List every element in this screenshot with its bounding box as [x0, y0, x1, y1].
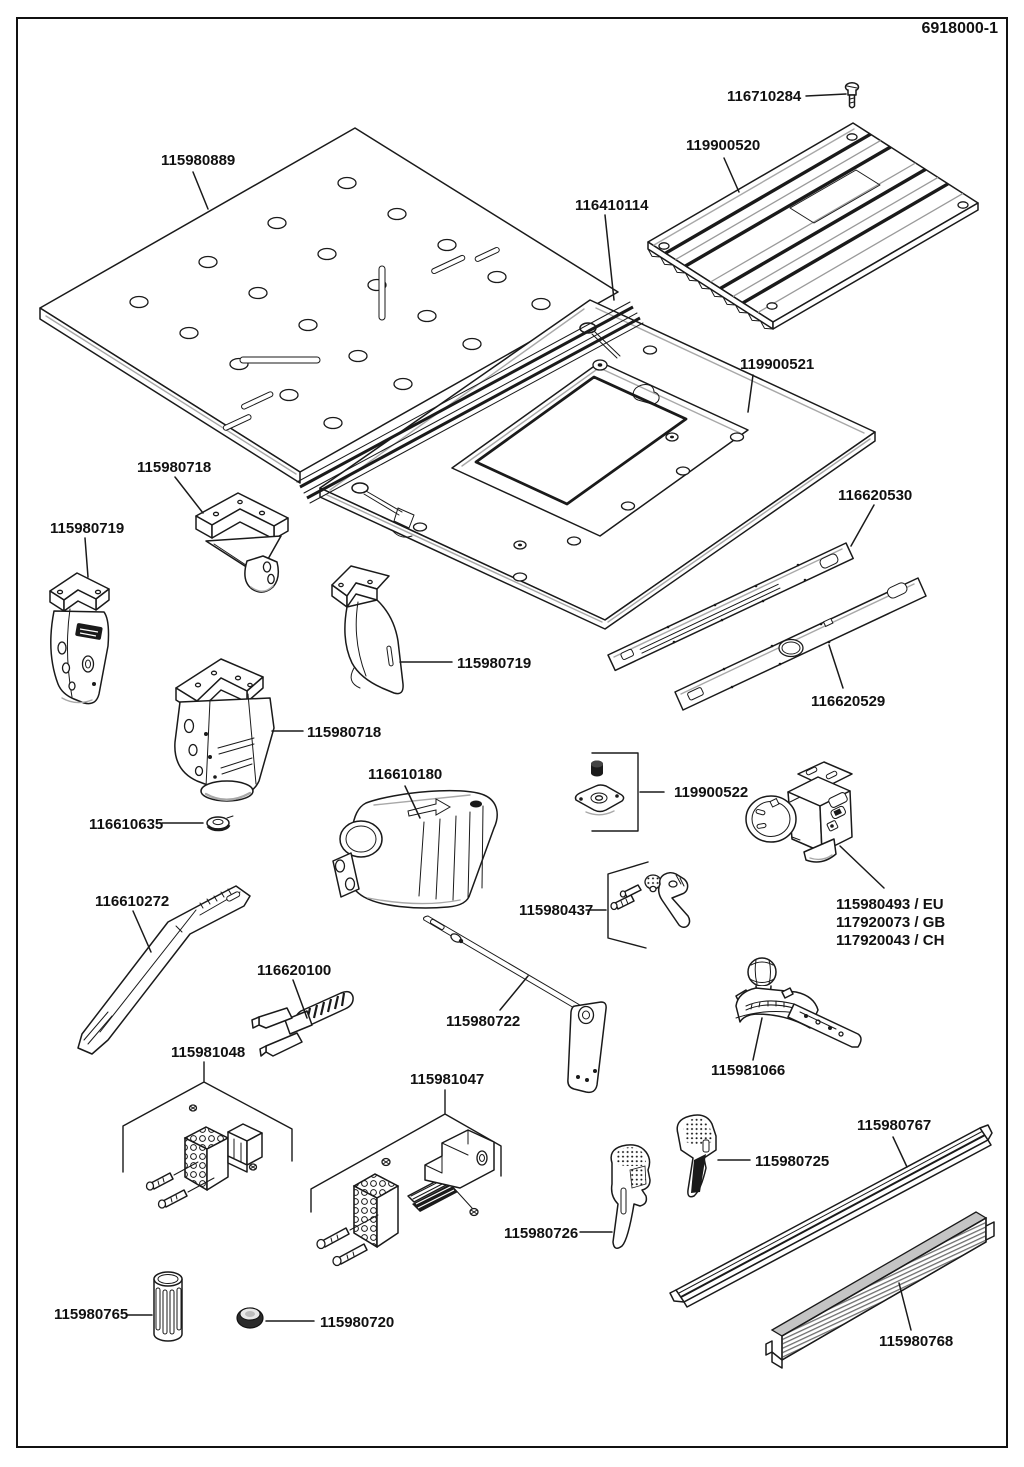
part-label-115980719-left: 115980719 — [50, 520, 125, 537]
drawing-cover-strip-lower — [674, 577, 927, 711]
page-frame — [16, 17, 1008, 1448]
part-label-115980493-eu: 115980493 / EU — [836, 896, 944, 913]
drawing-hatched-rail — [765, 1211, 995, 1369]
drawing-rod — [423, 915, 607, 1094]
drawing-clip-ring — [161, 815, 234, 832]
part-label-116620100: 116620100 — [257, 962, 332, 979]
part-label-117920043-ch: 117920043 / CH — [836, 932, 945, 949]
drawing-guide-rail — [669, 1124, 993, 1308]
part-label-115980718-leg: 115980718 — [307, 724, 382, 741]
part-label-116710284: 116710284 — [727, 88, 802, 105]
drawing-ribbed-plate — [647, 122, 979, 330]
drawing-rail-strip — [296, 214, 644, 504]
part-label-115980765: 115980765 — [54, 1306, 129, 1323]
drawing-miter-gauge — [735, 957, 862, 1061]
part-label-119900522: 119900522 — [674, 784, 749, 801]
drawing-screw — [805, 82, 860, 109]
drawing-corner-bracket-a — [174, 476, 289, 593]
part-label-115981047: 115981047 — [410, 1071, 485, 1088]
drawing-clamp-large — [579, 1144, 651, 1249]
part-label-115980437: 115980437 — [519, 902, 594, 919]
part-label-115980720: 115980720 — [320, 1314, 395, 1331]
drawing-leg — [174, 658, 304, 802]
part-label-116620530: 116620530 — [838, 487, 913, 504]
part-label-115981066: 115981066 — [711, 1062, 786, 1079]
drawing-kit-a — [122, 1061, 293, 1209]
drawing-mount-kit — [574, 752, 665, 832]
drawing-dust-box — [332, 785, 498, 909]
part-label-115980767: 115980767 — [857, 1117, 932, 1134]
doc-number: 6918000-1 — [921, 20, 998, 37]
drawing-cap — [236, 1307, 315, 1329]
part-label-119900520: 119900520 — [686, 137, 761, 154]
drawing-clamp-small — [676, 1114, 751, 1198]
drawing-perforated-plate — [39, 127, 619, 484]
part-label-115980889: 115980889 — [161, 152, 236, 169]
drawing-lever-kit — [585, 861, 691, 949]
part-label-116620529: 116620529 — [811, 693, 886, 710]
part-label-117920073-gb: 117920073 / GB — [836, 914, 946, 931]
part-label-119900521: 119900521 — [740, 356, 815, 373]
part-label-116610272: 116610272 — [95, 893, 170, 910]
drawing-corner-bracket-mid — [331, 565, 453, 695]
part-label-116410114: 116410114 — [575, 197, 649, 214]
part-label-115980768: 115980768 — [879, 1333, 954, 1350]
drawing-switch-unit — [745, 761, 885, 889]
part-label-115980719-mid: 115980719 — [457, 655, 532, 672]
drawing-cover-strip-upper — [607, 504, 875, 672]
part-label-116610180: 116610180 — [368, 766, 443, 783]
part-label-115980725: 115980725 — [755, 1153, 830, 1170]
drawing-handle — [77, 885, 251, 1055]
part-label-115980726: 115980726 — [504, 1225, 579, 1242]
part-label-115980718-a: 115980718 — [137, 459, 212, 476]
drawing-fork-clamp — [251, 979, 354, 1057]
part-label-115981048: 115981048 — [171, 1044, 246, 1061]
drawing-kit-b — [310, 1089, 502, 1267]
part-label-115980722: 115980722 — [446, 1013, 521, 1030]
drawing-foot-cylinder — [126, 1271, 183, 1342]
drawing-table-plate — [319, 299, 876, 630]
drawing-corner-bracket-left — [49, 537, 110, 705]
part-label-116610635: 116610635 — [89, 816, 164, 833]
